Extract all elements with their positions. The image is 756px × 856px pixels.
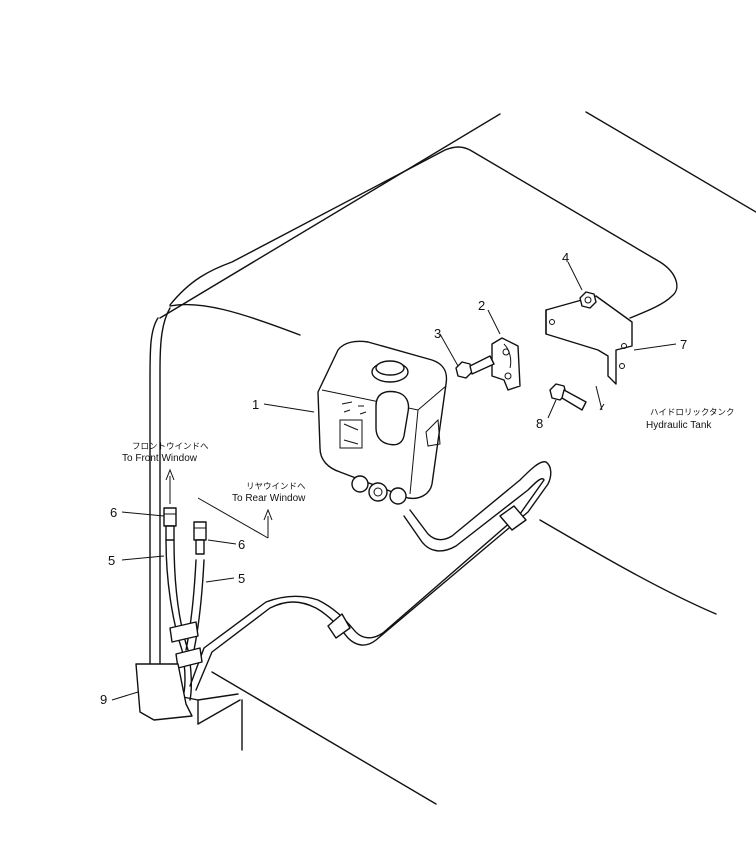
callout-8: 8 bbox=[536, 416, 543, 431]
note-rear-en: To Rear Window bbox=[232, 493, 306, 504]
callout-3: 3 bbox=[434, 326, 441, 341]
bracket-plate bbox=[545, 295, 633, 411]
washer-tank bbox=[317, 340, 448, 505]
callout-6-left: 6 bbox=[110, 505, 117, 520]
mounting-plate bbox=[135, 663, 193, 721]
callout-5-left: 5 bbox=[108, 553, 115, 568]
callout-2: 2 bbox=[478, 298, 485, 313]
left-hoses bbox=[165, 539, 205, 701]
callout-7: 7 bbox=[680, 337, 687, 352]
bolt-8 bbox=[549, 383, 587, 411]
callout-9: 9 bbox=[100, 692, 107, 707]
callout-5-right: 5 bbox=[238, 571, 245, 586]
leader-lines bbox=[111, 261, 677, 701]
nozzle-rear bbox=[193, 521, 207, 555]
callout-6-right: 6 bbox=[238, 537, 245, 552]
rear-window-arrow bbox=[197, 497, 273, 539]
bolt-3 bbox=[455, 355, 495, 379]
front-window-arrow bbox=[165, 468, 175, 504]
nut bbox=[579, 291, 597, 309]
nozzle-front bbox=[163, 507, 177, 541]
note-front-jp: フロントウインドへ bbox=[132, 442, 209, 452]
note-front-en: To Front Window bbox=[122, 453, 198, 464]
note-tank-en: Hydraulic Tank bbox=[646, 420, 712, 431]
note-tank-jp: ハイドロリックタンク bbox=[650, 408, 735, 418]
washer-hose-run bbox=[189, 461, 552, 691]
callout-4: 4 bbox=[562, 250, 569, 265]
callout-1: 1 bbox=[252, 397, 259, 412]
note-rear-jp: リヤウインドへ bbox=[246, 482, 306, 492]
cab-body-outline bbox=[149, 111, 756, 805]
small-bracket bbox=[491, 337, 521, 391]
